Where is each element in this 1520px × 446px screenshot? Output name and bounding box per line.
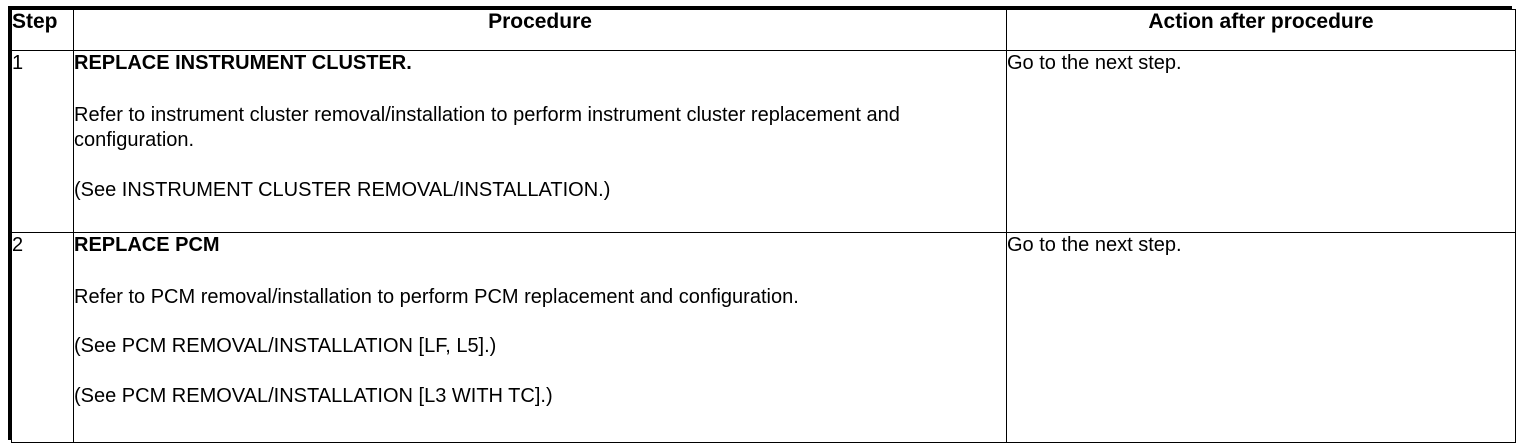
procedure-body: Refer to PCM removal/installation to per… — [74, 285, 799, 308]
action-after-procedure: Go to the next step. — [1006, 232, 1516, 443]
procedure-cell: REPLACE INSTRUMENT CLUSTER. Refer to ins… — [73, 50, 1007, 233]
column-header-step: Step — [11, 9, 74, 51]
table-header-row: Step Procedure Action after procedure — [11, 9, 1516, 51]
table-row: 1 REPLACE INSTRUMENT CLUSTER. Refer to i… — [11, 50, 1516, 233]
procedure-title: REPLACE INSTRUMENT CLUSTER. — [74, 52, 412, 74]
step-number: 2 — [11, 232, 74, 443]
action-after-procedure: Go to the next step. — [1006, 50, 1516, 233]
procedure-reference: (See INSTRUMENT CLUSTER REMOVAL/INSTALLA… — [74, 178, 611, 201]
procedure-title: REPLACE PCM — [74, 234, 220, 256]
column-header-procedure: Procedure — [73, 9, 1007, 51]
procedure-table: Step Procedure Action after procedure 1 … — [8, 6, 1516, 443]
procedure-reference: (See PCM REMOVAL/INSTALLATION [L3 WITH T… — [74, 384, 553, 407]
column-header-action: Action after procedure — [1006, 9, 1516, 51]
procedure-body: Refer to instrument cluster removal/inst… — [74, 103, 900, 152]
table-row: 2 REPLACE PCM Refer to PCM removal/insta… — [11, 232, 1516, 443]
procedure-table-grid: Step Procedure Action after procedure 1 … — [11, 9, 1516, 443]
procedure-cell: REPLACE PCM Refer to PCM removal/install… — [73, 232, 1007, 443]
step-number: 1 — [11, 50, 74, 233]
procedure-reference: (See PCM REMOVAL/INSTALLATION [LF, L5].) — [74, 335, 497, 358]
